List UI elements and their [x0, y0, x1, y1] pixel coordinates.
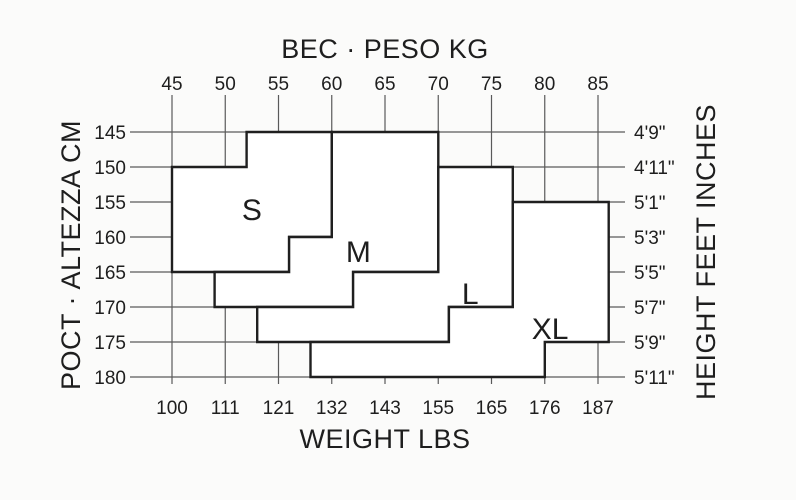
ft-tick-label: 5'1" [634, 193, 666, 214]
axis-titles: BEC · PESO KG WEIGHT LBS POCT · ALTEZZA … [56, 34, 721, 454]
ft-tick-label: 5'9" [634, 333, 666, 354]
size-label-xl: XL [532, 313, 569, 346]
bottom-axis-title: WEIGHT LBS [299, 424, 470, 454]
tick-labels: 45 100 50 111 55 121 60 132 65 143 70 155 75 165 80 176… [94, 74, 674, 419]
cm-tick-label: 160 [94, 228, 126, 249]
cm-tick-label: 165 [94, 263, 126, 284]
ft-tick-label: 5'11" [634, 368, 675, 389]
lbs-tick-label: 143 [369, 398, 401, 419]
size-box-xl [309, 200, 610, 379]
kg-tick-label: 55 [268, 74, 289, 95]
right-axis-title: HEIGHT FEET INCHES [691, 104, 721, 400]
kg-tick-label: 65 [374, 74, 395, 95]
lbs-tick-label: 111 [211, 398, 240, 419]
kg-tick-label: 75 [481, 74, 502, 95]
left-axis-title: POCT · ALTEZZA CM [56, 120, 86, 390]
kg-tick-label: 60 [321, 74, 342, 95]
cm-tick-label: 180 [94, 368, 126, 389]
kg-tick-label: 50 [215, 74, 236, 95]
cm-tick-label: 175 [94, 333, 126, 354]
ft-tick-label: 5'3" [634, 228, 666, 249]
size-label-m: M [346, 236, 371, 269]
lbs-tick-label: 155 [422, 398, 454, 419]
ft-tick-label: 5'7" [634, 298, 666, 319]
lbs-tick-label: 132 [316, 398, 348, 419]
lbs-tick-label: 165 [476, 398, 508, 419]
size-label-l: L [462, 278, 479, 311]
lbs-tick-label: 121 [263, 398, 295, 419]
cm-tick-label: 155 [94, 193, 126, 214]
top-axis-title: BEC · PESO KG [281, 34, 489, 64]
kg-tick-label: 70 [428, 74, 449, 95]
kg-tick-label: 45 [161, 74, 182, 95]
cm-tick-label: 145 [94, 123, 126, 144]
ft-tick-label: 4'9" [634, 123, 666, 144]
cm-tick-label: 170 [94, 298, 126, 319]
size-label-s: S [242, 194, 262, 227]
lbs-tick-label: 187 [582, 398, 614, 419]
size-boxes: S M L XL [170, 130, 610, 379]
lbs-tick-label: 176 [529, 398, 561, 419]
ft-tick-label: 5'5" [634, 263, 666, 284]
kg-tick-label: 85 [587, 74, 608, 95]
lbs-tick-label: 100 [156, 398, 188, 419]
cm-tick-label: 150 [94, 158, 126, 179]
ft-tick-label: 4'11" [634, 158, 675, 179]
kg-tick-label: 80 [534, 74, 555, 95]
